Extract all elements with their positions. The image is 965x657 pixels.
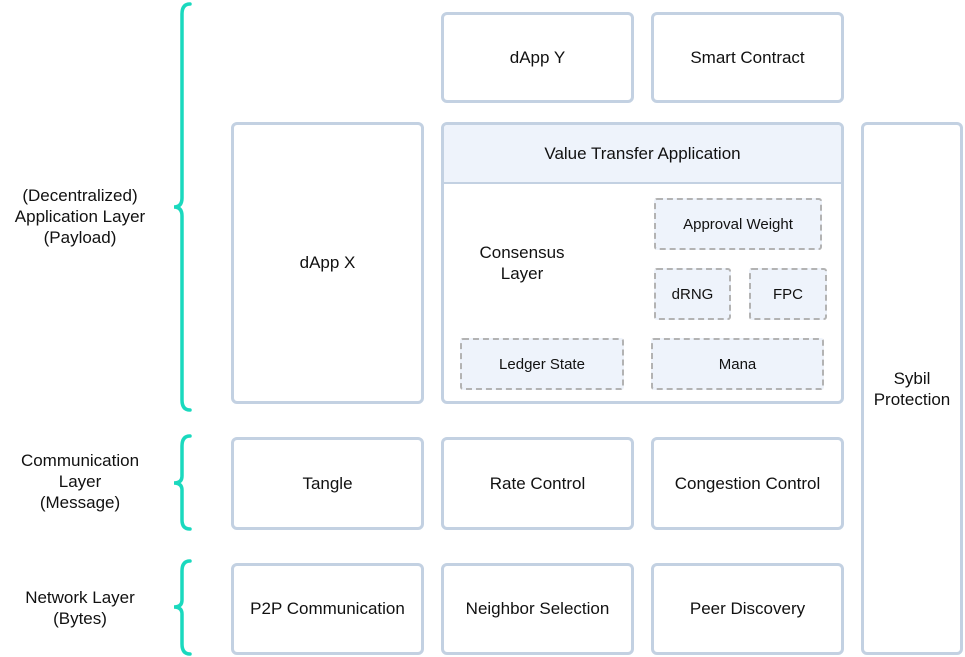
drng-box: dRNG <box>654 268 731 320</box>
dapp-x-box: dApp X <box>231 122 424 404</box>
application-layer-label: (Decentralized) Application Layer (Paylo… <box>14 186 146 247</box>
value-transfer-header: Value Transfer Application <box>444 125 841 184</box>
ledger-state-box: Ledger State <box>460 338 624 390</box>
fpc-box: FPC <box>749 268 827 320</box>
tangle-box: Tangle <box>231 437 424 530</box>
smart-contract-box: Smart Contract <box>651 12 844 103</box>
mana-box: Mana <box>651 338 824 390</box>
neighbor-selection-box: Neighbor Selection <box>441 563 634 655</box>
sybil-protection-box: Sybil Protection <box>861 122 963 655</box>
application-layer-bracket <box>173 2 192 412</box>
peer-discovery-box: Peer Discovery <box>651 563 844 655</box>
network-layer-bracket <box>173 559 192 656</box>
dapp-y-box: dApp Y <box>441 12 634 103</box>
communication-layer-bracket <box>173 434 192 531</box>
congestion-control-box: Congestion Control <box>651 437 844 530</box>
rate-control-box: Rate Control <box>441 437 634 530</box>
value-transfer-application: Value Transfer Application <box>441 122 844 404</box>
p2p-communication-box: P2P Communication <box>231 563 424 655</box>
communication-layer-label: Communication Layer (Message) <box>20 451 140 512</box>
network-layer-label: Network Layer (Bytes) <box>25 588 135 628</box>
consensus-layer-label: Consensus Layer <box>479 243 565 283</box>
approval-weight-box: Approval Weight <box>654 198 822 250</box>
